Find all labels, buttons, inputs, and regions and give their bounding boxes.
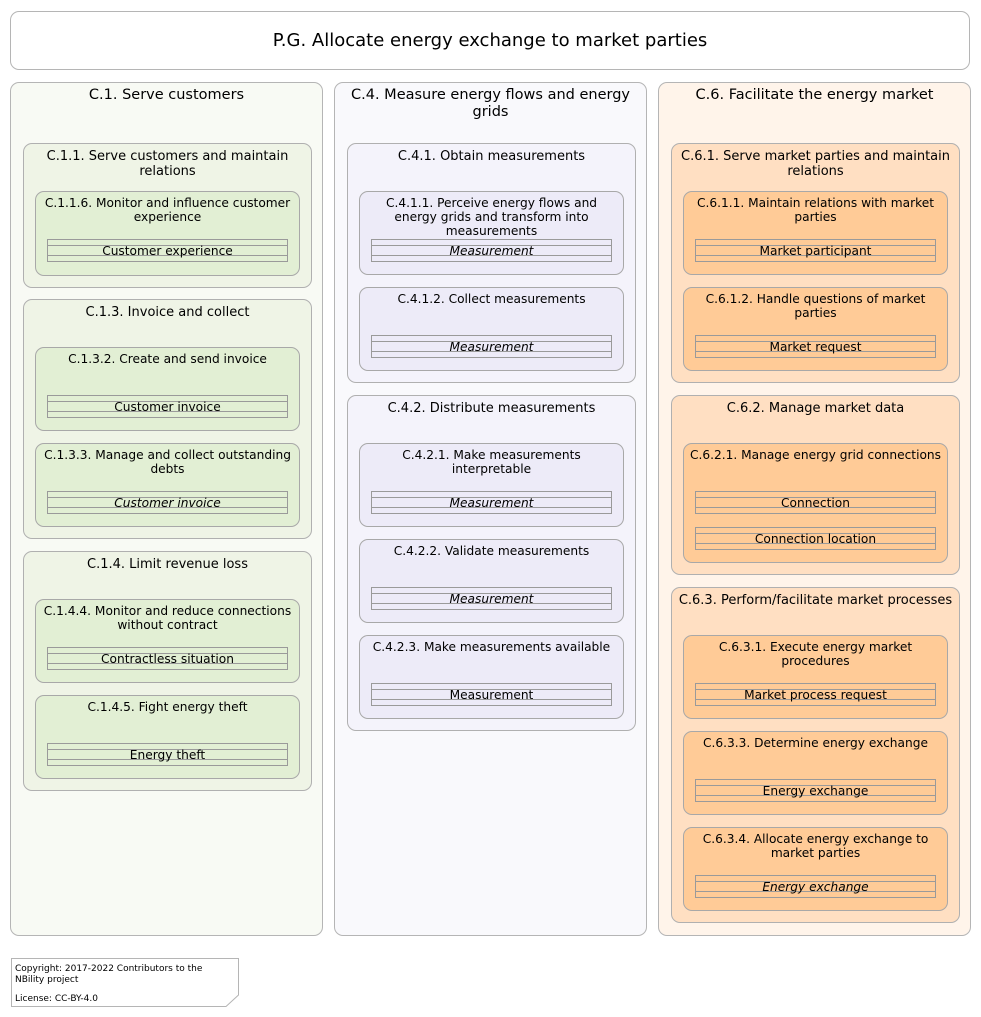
group-obtain-measurements: C.4.1. Obtain measurements C.4.1.1. Perc…	[347, 143, 636, 383]
group-limit-revenue-loss: C.1.4. Limit revenue loss C.1.4.4. Monit…	[23, 551, 312, 791]
group-invoice-collect: C.1.3. Invoice and collect C.1.3.2. Crea…	[23, 299, 312, 539]
diagram-title: P.G. Allocate energy exchange to market …	[10, 11, 970, 70]
capability-box: C.1.1.6. Monitor and influence customer …	[35, 191, 300, 276]
capability-box: C.1.4.5. Fight energy theft Energy theft	[35, 695, 300, 779]
capability-title: C.4.2.1. Make measurements interpretable	[402, 448, 581, 476]
capability-title: C.6.1.1. Maintain relations with market …	[696, 196, 935, 224]
capability-box: C.1.4.4. Monitor and reduce connections …	[35, 599, 300, 683]
group-title: C.1.3. Invoice and collect	[85, 305, 250, 320]
business-object: Measurement	[371, 683, 612, 706]
group-title: C.6.1. Serve market parties and maintain…	[681, 149, 950, 179]
capability-title: C.1.4.5. Fight energy theft	[87, 700, 248, 714]
capability-title: C.4.2.3. Make measurements available	[372, 640, 611, 654]
capability-box: C.4.1.2. Collect measurements Measuremen…	[359, 287, 624, 371]
capability-title: C.1.4.4. Monitor and reduce connections …	[43, 604, 292, 632]
group-title: C.4.1. Obtain measurements	[397, 149, 586, 164]
capability-title: C.4.2.2. Validate measurements	[393, 544, 590, 558]
capability-title: C.4.1.2. Collect measurements	[397, 292, 586, 306]
capability-title: C.1.1.6. Monitor and influence customer …	[44, 196, 291, 224]
copyright-text: Copyright: 2017-2022 Contributors to the…	[15, 964, 203, 985]
column-measure-energy: C.4. Measure energy flows and energy gri…	[334, 82, 647, 936]
capability-box: C.6.3.3. Determine energy exchange Energ…	[683, 731, 948, 815]
capability-title: C.6.3.4. Allocate energy exchange to mar…	[702, 832, 929, 860]
capability-box: C.6.1.2. Handle questions of market part…	[683, 287, 948, 371]
diagram-title-text: P.G. Allocate energy exchange to market …	[272, 30, 708, 51]
group-manage-market-data: C.6.2. Manage market data C.6.2.1. Manag…	[671, 395, 960, 575]
group-market-processes: C.6.3. Perform/facilitate market process…	[671, 587, 960, 923]
note-shape	[11, 958, 239, 1007]
capability-title: C.1.3.2. Create and send invoice	[68, 352, 267, 366]
business-object: Connection location	[695, 527, 936, 550]
capability-title: C.6.3.1. Execute energy market procedure…	[718, 640, 913, 668]
business-object: Customer invoice	[47, 395, 288, 418]
group-title: C.4.2. Distribute measurements	[387, 401, 596, 416]
capability-title: C.6.3.3. Determine energy exchange	[703, 736, 928, 750]
business-object: Energy theft	[47, 743, 288, 766]
capability-box: C.6.1.1. Maintain relations with market …	[683, 191, 948, 275]
column-serve-customers: C.1. Serve customers C.1.1. Serve custom…	[10, 82, 323, 936]
business-object: Measurement	[371, 239, 612, 262]
capability-box: C.6.3.1. Execute energy market procedure…	[683, 635, 948, 719]
group-title: C.1.4. Limit revenue loss	[87, 557, 248, 572]
business-object: Market request	[695, 335, 936, 358]
group-title: C.6.3. Perform/facilitate market process…	[678, 593, 953, 608]
business-object: Market participant	[695, 239, 936, 262]
capability-box: C.4.2.2. Validate measurements Measureme…	[359, 539, 624, 623]
group-title: C.1.1. Serve customers and maintain rela…	[46, 149, 289, 179]
business-object: Measurement	[371, 335, 612, 358]
capability-box: C.4.2.1. Make measurements interpretable…	[359, 443, 624, 527]
column-title: C.1. Serve customers	[88, 87, 245, 103]
business-object: Contractless situation	[47, 647, 288, 670]
capability-box: C.6.2.1. Manage energy grid connections …	[683, 443, 948, 563]
capability-box: C.6.3.4. Allocate energy exchange to mar…	[683, 827, 948, 911]
capability-title: C.4.1.1. Perceive energy flows and energ…	[385, 196, 598, 238]
group-serve-market-parties: C.6.1. Serve market parties and maintain…	[671, 143, 960, 383]
group-serve-customers-relations: C.1.1. Serve customers and maintain rela…	[23, 143, 312, 288]
capability-box: C.1.3.3. Manage and collect outstanding …	[35, 443, 300, 527]
capability-box: C.4.1.1. Perceive energy flows and energ…	[359, 191, 624, 275]
license-text: License: CC-BY-4.0	[15, 994, 98, 1004]
business-object: Energy exchange	[695, 875, 936, 898]
business-object: Customer experience	[47, 239, 288, 262]
column-title: C.6. Facilitate the energy market	[695, 87, 934, 103]
business-object: Connection	[695, 491, 936, 514]
capability-box: C.1.3.2. Create and send invoice Custome…	[35, 347, 300, 431]
business-object: Measurement	[371, 587, 612, 610]
capability-title: C.6.1.2. Handle questions of market part…	[705, 292, 926, 320]
column-title: C.4. Measure energy flows and energy gri…	[351, 87, 630, 120]
business-object: Customer invoice	[47, 491, 288, 514]
business-object: Energy exchange	[695, 779, 936, 802]
group-distribute-measurements: C.4.2. Distribute measurements C.4.2.1. …	[347, 395, 636, 731]
capability-box: C.4.2.3. Make measurements available Mea…	[359, 635, 624, 719]
capability-title: C.1.3.3. Manage and collect outstanding …	[44, 448, 291, 476]
business-object: Market process request	[695, 683, 936, 706]
copyright-note: Copyright: 2017-2022 Contributors to the…	[11, 958, 239, 1007]
column-facilitate-energy-market: C.6. Facilitate the energy market C.6.1.…	[658, 82, 971, 936]
capability-title: C.6.2.1. Manage energy grid connections	[689, 448, 941, 462]
group-title: C.6.2. Manage market data	[726, 401, 905, 416]
business-object: Measurement	[371, 491, 612, 514]
